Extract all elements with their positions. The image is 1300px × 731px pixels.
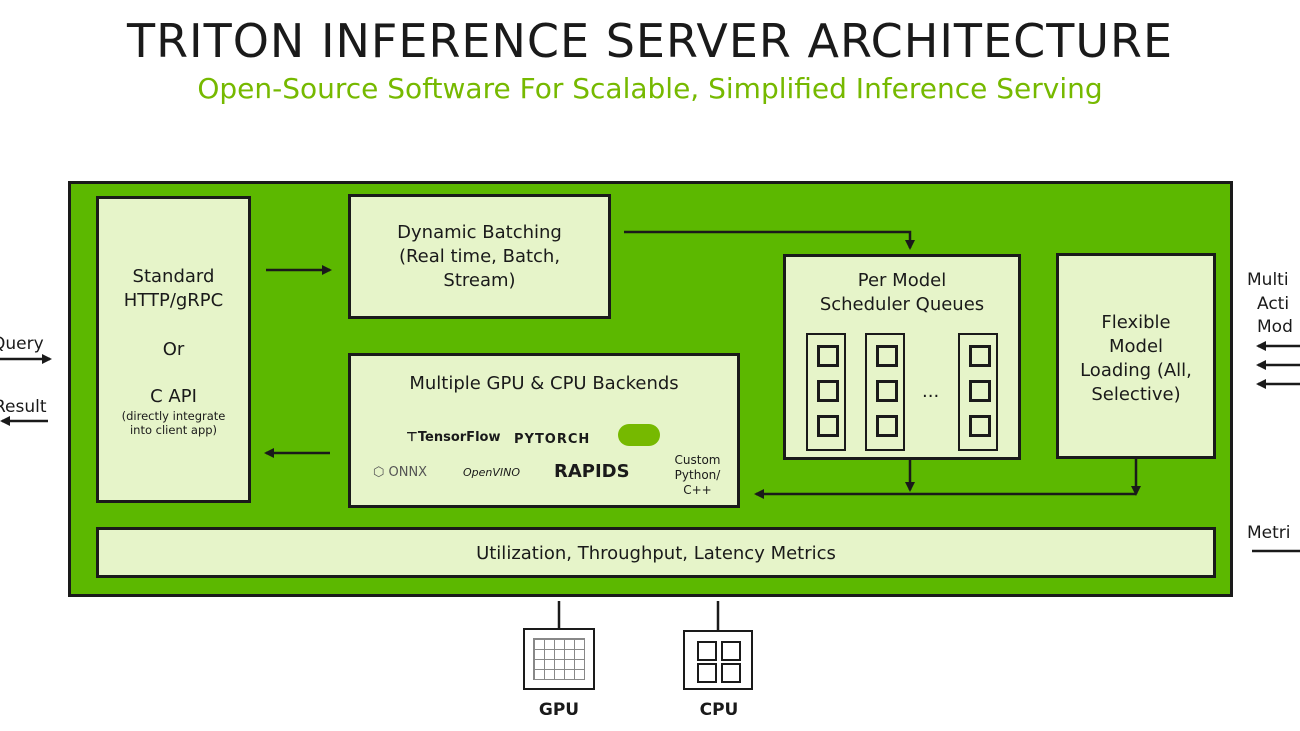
page-title: TRITON INFERENCE SERVER ARCHITECTURE (126, 14, 1174, 68)
loading-line3: Loading (All, (1080, 360, 1192, 381)
dynamic-batching-box: Dynamic Batching (Real time, Batch, Stre… (348, 194, 611, 319)
page-subtitle: Open-Source Software For Scalable, Simpl… (197, 72, 1103, 105)
gpu-chip-icon (523, 628, 595, 690)
api-line-or: Or (162, 339, 185, 360)
batching-to-scheduler-arrow (624, 230, 915, 250)
cpu-core (721, 641, 741, 661)
loading-line1: Flexible (1101, 312, 1171, 333)
backends-box: Multiple GPU & CPU Backends ⊤TensorFlow … (348, 353, 740, 508)
metrics-label: Metri (1247, 523, 1291, 543)
triton-logo-icon (618, 424, 660, 446)
cpu-core (721, 663, 741, 683)
cpu-chip-icon (683, 630, 753, 690)
api-line-http-grpc: HTTP/gRPC (123, 290, 224, 311)
multi-model-label-line1: Multi (1247, 270, 1289, 290)
queue-slot (969, 415, 991, 437)
api-note-line1: (directly integrate (121, 409, 226, 423)
cpu-label: CPU (699, 700, 739, 720)
result-label: Result (0, 397, 47, 417)
backends-title: Multiple GPU & CPU Backends (409, 373, 679, 394)
cpu-core (697, 641, 717, 661)
queue-slot (817, 380, 839, 402)
queue-slot (969, 380, 991, 402)
api-line-standard: Standard (132, 266, 215, 287)
api-box: Standard HTTP/gRPC Or C API (directly in… (96, 196, 251, 503)
tensorflow-icon: ⊤ (406, 430, 418, 445)
gpu-chip-grid (533, 638, 585, 680)
onnx-label: ONNX (388, 465, 428, 480)
openvino-logo: OpenVINO (463, 466, 521, 479)
multi-model-label-line2: Acti (1257, 294, 1290, 314)
queue-slot (817, 345, 839, 367)
onnx-icon: ⬡ (373, 465, 389, 480)
batching-line3: Stream) (443, 270, 516, 291)
queue-slot (876, 380, 898, 402)
scheduler-line1: Per Model (857, 270, 947, 291)
metrics-bar-label: Utilization, Throughput, Latency Metrics (476, 543, 836, 564)
queue-1 (806, 333, 846, 451)
custom-backend-line2: Python/ (674, 468, 721, 482)
batching-line1: Dynamic Batching (397, 222, 562, 243)
custom-backend-line3: C++ (683, 483, 712, 497)
queue-2 (865, 333, 905, 451)
multi-model-label-line3: Mod (1257, 317, 1293, 337)
loading-line2: Model (1108, 336, 1164, 357)
batching-line2: (Real time, Batch, (398, 246, 561, 267)
custom-backend-line1: Custom (674, 453, 721, 467)
query-label: Query (0, 334, 44, 354)
metrics-box: Utilization, Throughput, Latency Metrics (96, 527, 1216, 578)
scheduler-queues-box: Per Model Scheduler Queues ... (783, 254, 1021, 460)
api-line-c-api: C API (150, 386, 197, 407)
tensorflow-label: TensorFlow (417, 430, 501, 445)
loading-line4: Selective) (1091, 384, 1181, 405)
scheduler-line2: Scheduler Queues (819, 294, 985, 315)
gpu-label: GPU (538, 700, 580, 720)
pytorch-logo: PYTORCH (514, 432, 591, 447)
onnx-logo: ⬡ ONNX (373, 465, 427, 480)
api-note-line2: into client app) (129, 423, 218, 437)
queue-slot (876, 415, 898, 437)
tensorflow-logo: ⊤TensorFlow (406, 430, 500, 445)
triton-server-block: Standard HTTP/gRPC Or C API (directly in… (68, 181, 1233, 597)
cpu-core (697, 663, 717, 683)
queue-n (958, 333, 998, 451)
queue-slot (817, 415, 839, 437)
queue-slot (876, 345, 898, 367)
model-loading-box: Flexible Model Loading (All, Selective) (1056, 253, 1216, 459)
queue-slot (969, 345, 991, 367)
queue-ellipsis: ... (922, 381, 940, 402)
rapids-logo: RAPIDS (554, 461, 630, 482)
